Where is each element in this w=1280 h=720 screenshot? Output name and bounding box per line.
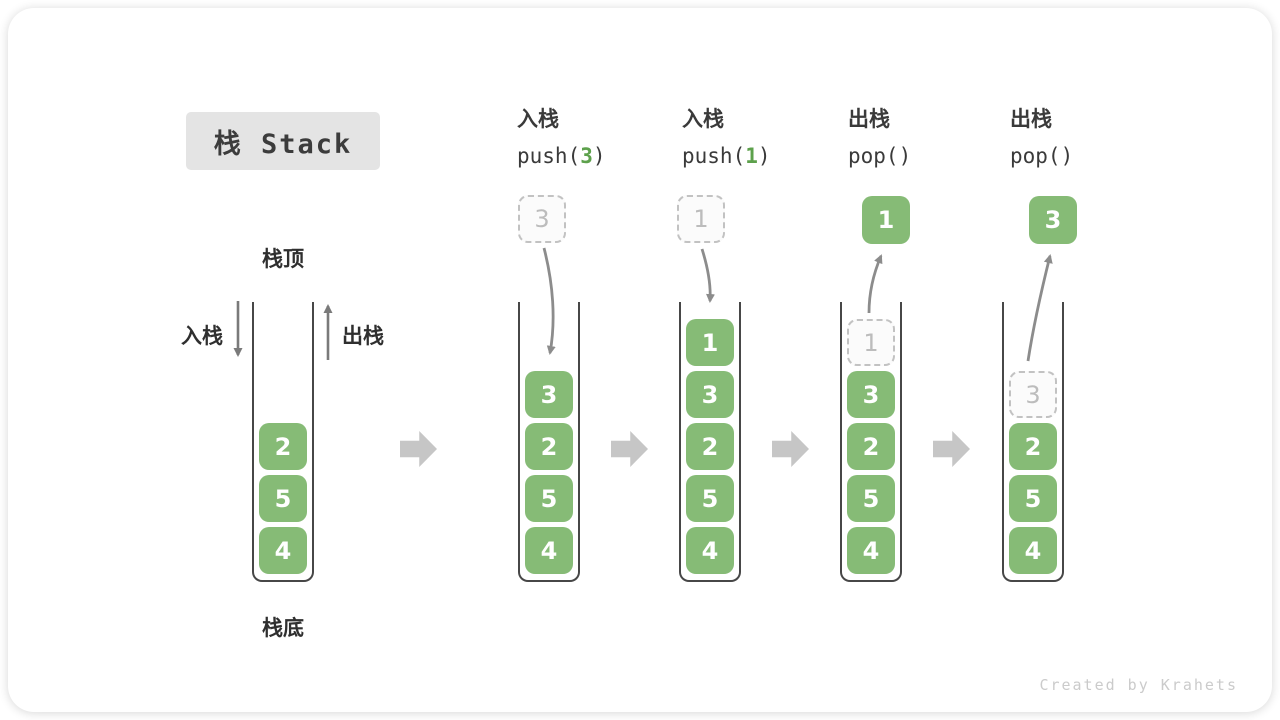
stack-cell: 4 [259,527,307,574]
stack-cell: 5 [1009,475,1057,522]
stack-cell: 1 [686,319,734,366]
push-value-box: 1 [677,195,725,243]
push-value-box: 3 [518,195,566,243]
op-code-pre: pop() [1010,144,1074,168]
op-label-push-1: 入栈 push(1) [682,106,771,170]
stack-after-push-3: 3 2 5 4 [518,302,580,582]
op-code-pre: push( [682,144,746,168]
op-label-push-3: 入栈 push(3) [517,106,606,170]
stack-bottom-label: 栈底 [262,617,304,640]
pop-side-label: 出栈 [342,325,384,348]
stack-cell: 2 [1009,423,1057,470]
stack-cell: 3 [686,371,734,418]
popped-value-box: 1 [862,196,910,244]
stack-cell: 3 [847,371,895,418]
stack-cell: 4 [525,527,573,574]
push-side-label: 入栈 [181,325,223,348]
watermark: Created by Krahets [1039,676,1238,694]
stack-after-pop-1: 1 3 2 5 4 [840,302,902,582]
op-zh-label: 出栈 [1010,108,1052,131]
op-zh-label: 出栈 [848,108,890,131]
op-code-pre: pop() [848,144,912,168]
stack-cell: 5 [847,475,895,522]
op-code-label: pop() [1010,142,1073,170]
op-zh-label: 入栈 [682,108,724,131]
op-label-pop-3: 出栈 pop() [1010,106,1073,170]
op-code-post: ) [757,144,771,168]
stack-cell: 2 [525,423,573,470]
stack-cell-ghost: 3 [1009,371,1057,418]
stack-cell: 2 [847,423,895,470]
stack-cell: 3 [525,371,573,418]
op-code-arg: 1 [745,144,758,168]
stack-cell: 2 [686,423,734,470]
stack-cell: 5 [259,475,307,522]
stack-after-pop-3: 3 2 5 4 [1002,302,1064,582]
stack-cell: 4 [847,527,895,574]
stack-cell: 5 [686,475,734,522]
op-code-label: pop() [848,142,911,170]
popped-value-box: 3 [1029,196,1077,244]
stack-cell: 5 [525,475,573,522]
op-code-pre: push( [517,144,581,168]
stack-initial: 2 5 4 [252,302,314,582]
stack-after-push-1: 1 3 2 5 4 [679,302,741,582]
op-code-arg: 3 [580,144,593,168]
op-code-label: push(3) [517,142,606,170]
op-label-pop-1: 出栈 pop() [848,106,911,170]
stack-top-label: 栈顶 [262,248,304,271]
op-code-post: ) [592,144,606,168]
stack-cell-ghost: 1 [847,319,895,366]
stack-cell: 4 [686,527,734,574]
op-code-label: push(1) [682,142,771,170]
stack-cell: 2 [259,423,307,470]
stack-cell: 4 [1009,527,1057,574]
diagram-title: 栈 Stack [186,112,380,170]
op-zh-label: 入栈 [517,108,559,131]
